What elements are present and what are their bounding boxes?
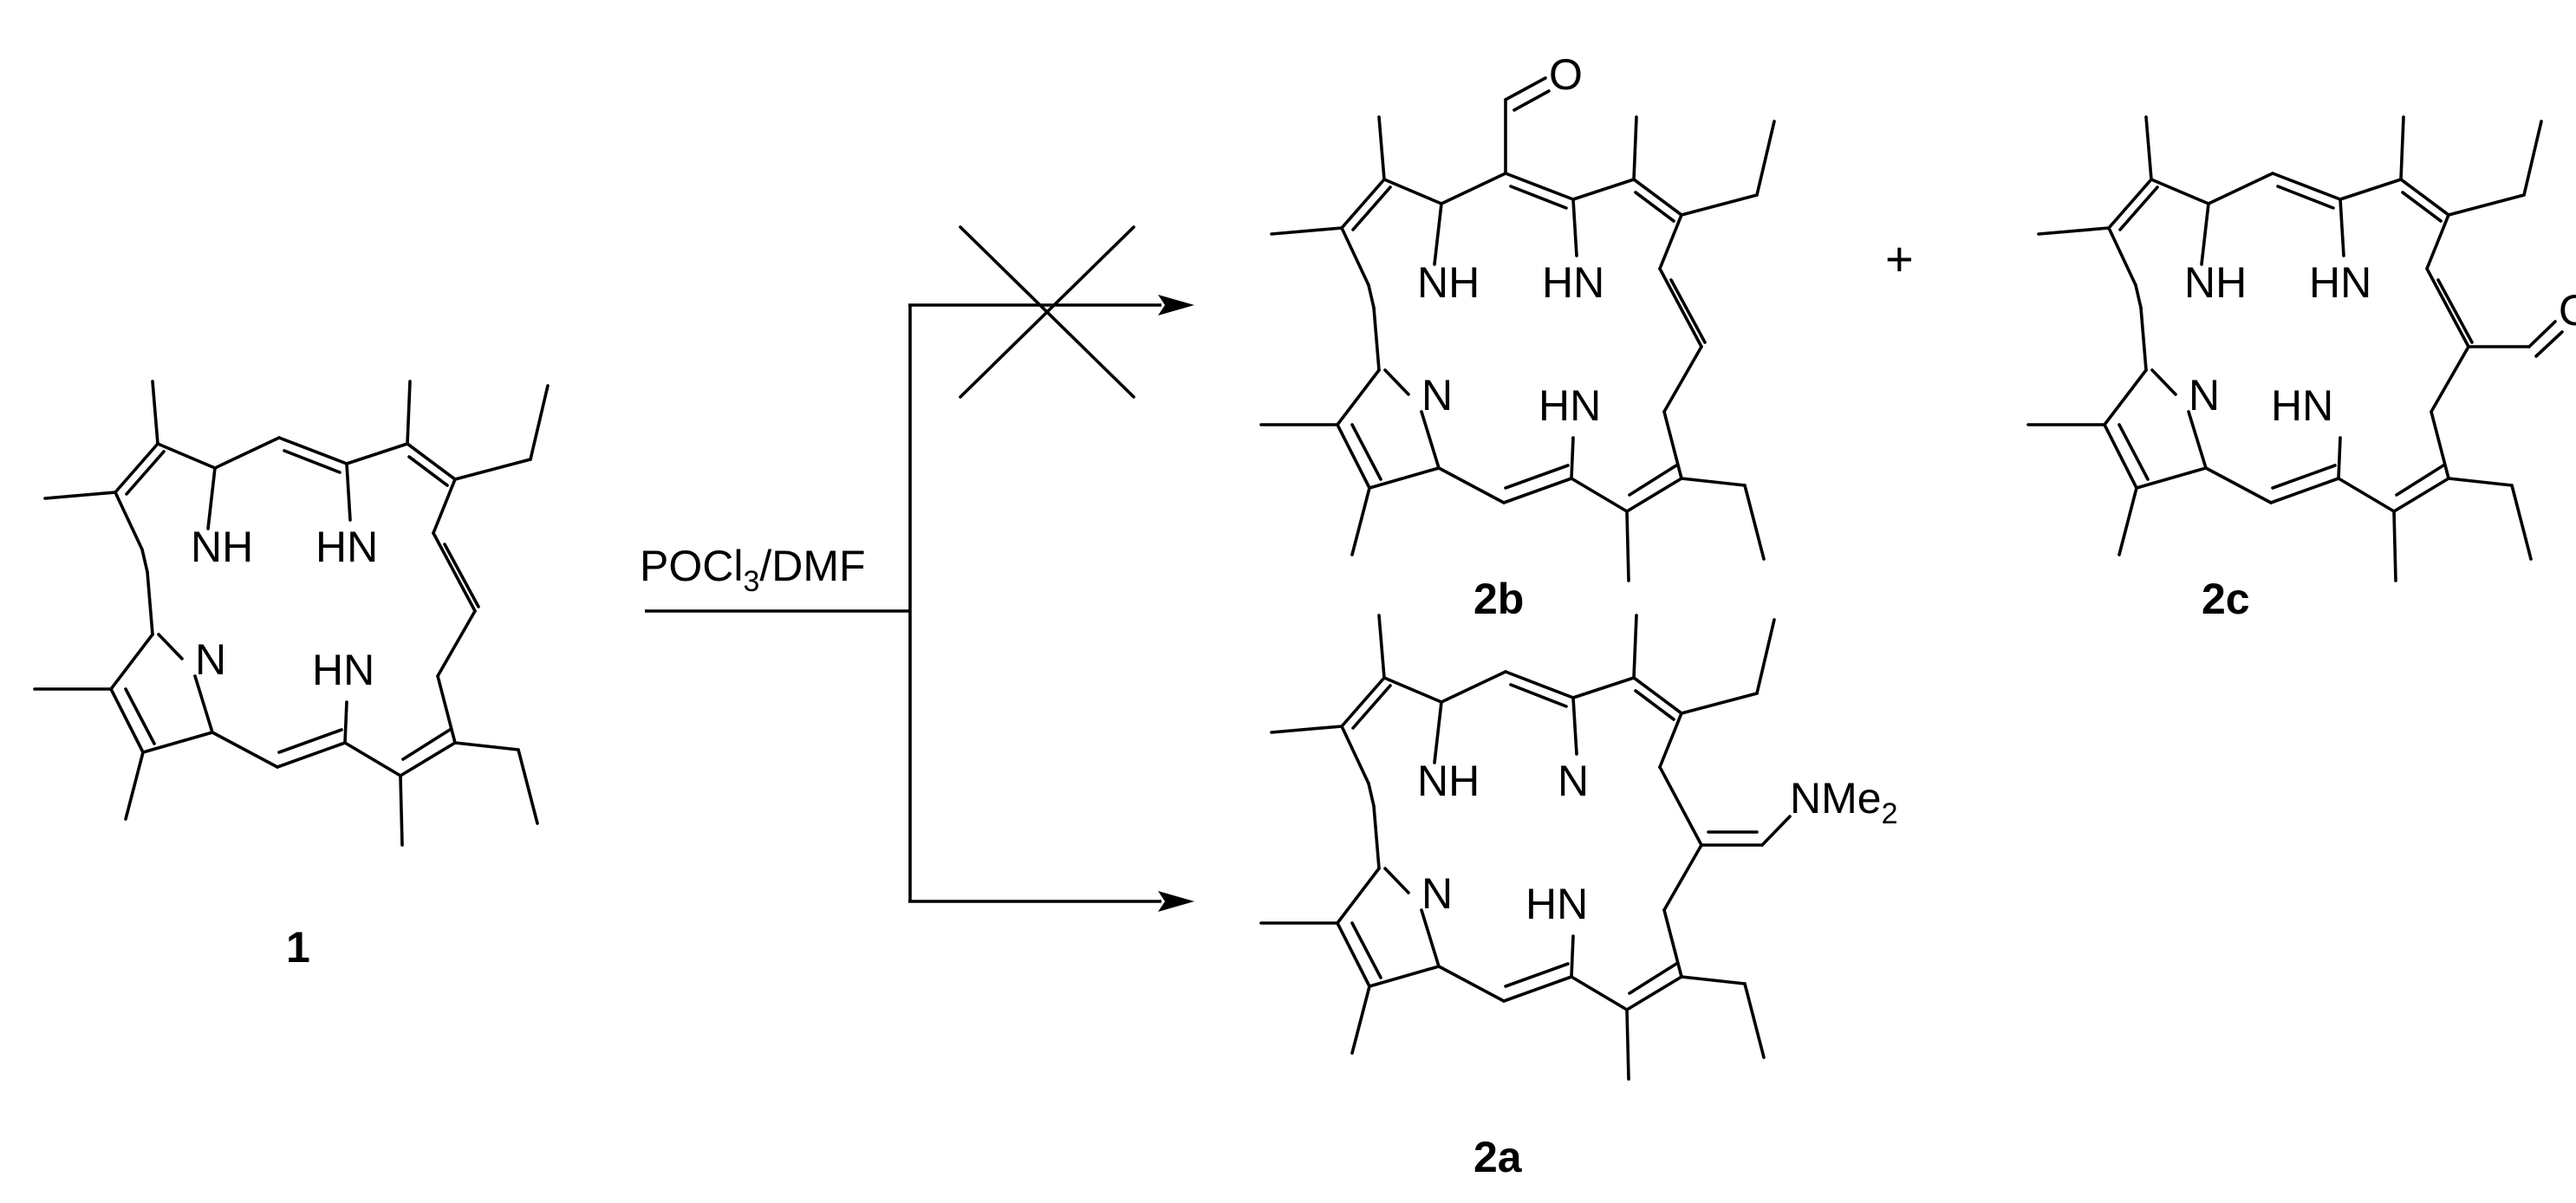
svg-text:HN: HN [2271, 381, 2333, 430]
svg-text:N: N [1558, 757, 1589, 805]
svg-text:HN: HN [1542, 258, 1604, 307]
compound-label-1: 1 [286, 923, 310, 972]
svg-text:HN: HN [312, 646, 374, 694]
svg-text:N: N [195, 635, 226, 684]
svg-text:O: O [2559, 286, 2576, 335]
svg-text:NH: NH [1417, 258, 1480, 307]
svg-text:NH: NH [2184, 258, 2247, 307]
svg-text:N: N [1421, 869, 1453, 918]
svg-text:NH: NH [191, 523, 253, 571]
upper-arrowhead [1158, 295, 1194, 315]
compound-2b-structure: O NH HN N HN [1259, 50, 1776, 582]
svg-text:N: N [2189, 371, 2220, 419]
svg-text:HN: HN [315, 523, 378, 571]
compound-label-2a: 2a [1473, 1133, 1523, 1181]
blocked-pathway-cross-icon [959, 225, 1135, 399]
compound-1-structure: NH HN N HN [33, 380, 550, 847]
svg-text:HN: HN [1525, 880, 1588, 928]
reagent-label: POCl3/DMF [640, 542, 866, 598]
svg-text:N: N [1421, 371, 1453, 419]
lower-arrowhead [1158, 891, 1194, 912]
plus-sign: + [1885, 231, 1914, 286]
svg-text:HN: HN [2309, 258, 2371, 307]
svg-text:O: O [1549, 50, 1583, 99]
reaction-arrows: POCl3/DMF + [640, 225, 1914, 912]
compound-2c-structure: O NH HN N HN [2026, 115, 2576, 582]
svg-text:HN: HN [1538, 381, 1601, 430]
compound-label-2c: 2c [2202, 575, 2250, 623]
svg-text:NMe2: NMe2 [1790, 774, 1898, 830]
compound-label-2b: 2b [1473, 575, 1524, 623]
svg-text:NH: NH [1417, 757, 1480, 805]
compound-2a-structure: NH N N HN NMe2 [1259, 614, 1898, 1081]
